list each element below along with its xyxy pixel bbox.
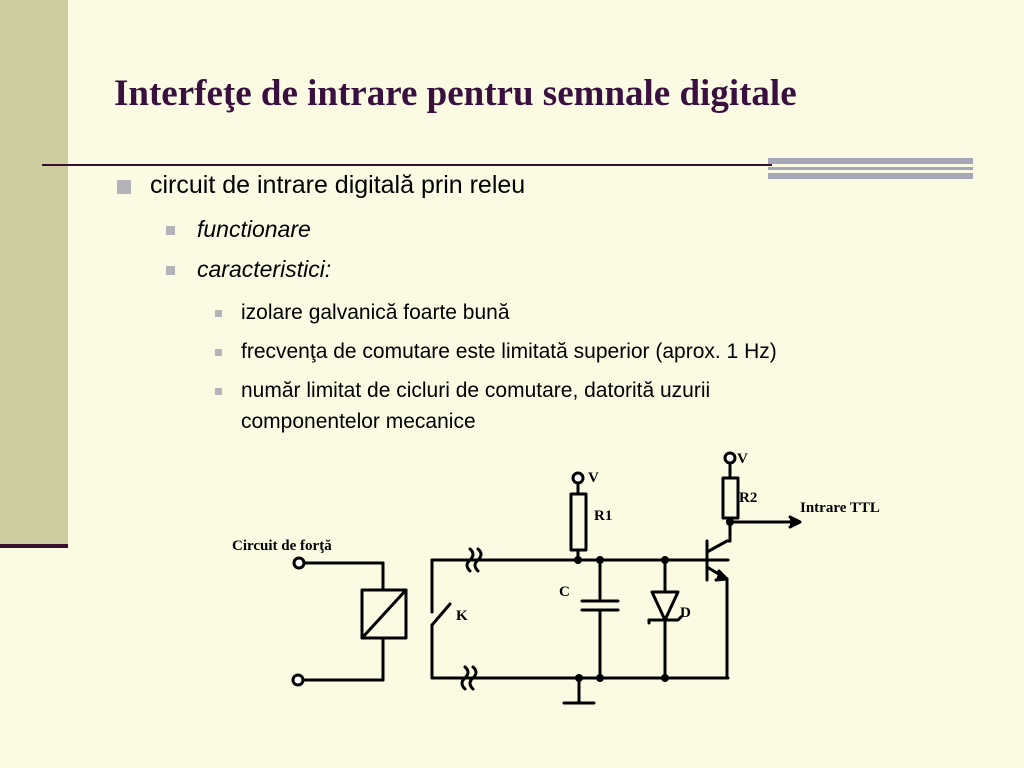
ttl-output-arrow — [728, 515, 802, 529]
junction-dots — [574, 518, 734, 682]
resistor-r1 — [569, 471, 588, 562]
bullet-square — [215, 310, 222, 317]
break-marker-top — [465, 547, 483, 573]
relay-switch-k — [430, 558, 452, 680]
bullet-square — [166, 266, 175, 275]
bullet-l3-cicluri-line2: componentelor mecanice — [241, 410, 476, 433]
label-r1: R1 — [594, 508, 612, 524]
bullet-square — [166, 226, 175, 235]
bullet-l2-functionare: functionare — [197, 216, 311, 242]
bullet-square — [117, 180, 131, 194]
relay-coil — [291, 556, 408, 687]
bullet-square — [215, 349, 222, 356]
label-v2: V — [737, 451, 748, 467]
title-rule — [42, 164, 772, 166]
bullet-square — [215, 388, 222, 395]
label-d: D — [680, 605, 691, 621]
label-power-circuit: Circuit de forţă — [232, 538, 332, 554]
bullet-l3-izolare: izolare galvanică foarte bună — [241, 301, 510, 324]
label-c: C — [559, 584, 570, 600]
bullet-l3-cicluri-line1: număr limitat de cicluri de comutare, da… — [241, 379, 711, 402]
bullet-l3-frecventa: frecvenţa de comutare este limitată supe… — [241, 340, 777, 363]
side-accent-line — [0, 544, 68, 548]
side-band — [0, 0, 68, 546]
capacitor-c — [580, 558, 620, 680]
resistor-r2 — [721, 451, 740, 543]
label-r2: R2 — [739, 490, 757, 506]
label-k: K — [456, 608, 468, 624]
break-marker-bottom — [460, 665, 478, 691]
label-ttl-input: Intrare TTL — [800, 500, 880, 516]
label-v1: V — [588, 470, 599, 486]
bullet-l1: circuit de intrare digitală prin releu — [150, 171, 526, 199]
diode-d — [647, 558, 683, 680]
bullet-l2-caracteristici: caracteristici: — [197, 256, 332, 282]
decorative-bars — [768, 158, 973, 180]
ground-symbol — [562, 676, 596, 705]
transistor — [691, 539, 729, 680]
slide-title: Interfeţe de intrare pentru semnale digi… — [114, 73, 797, 114]
